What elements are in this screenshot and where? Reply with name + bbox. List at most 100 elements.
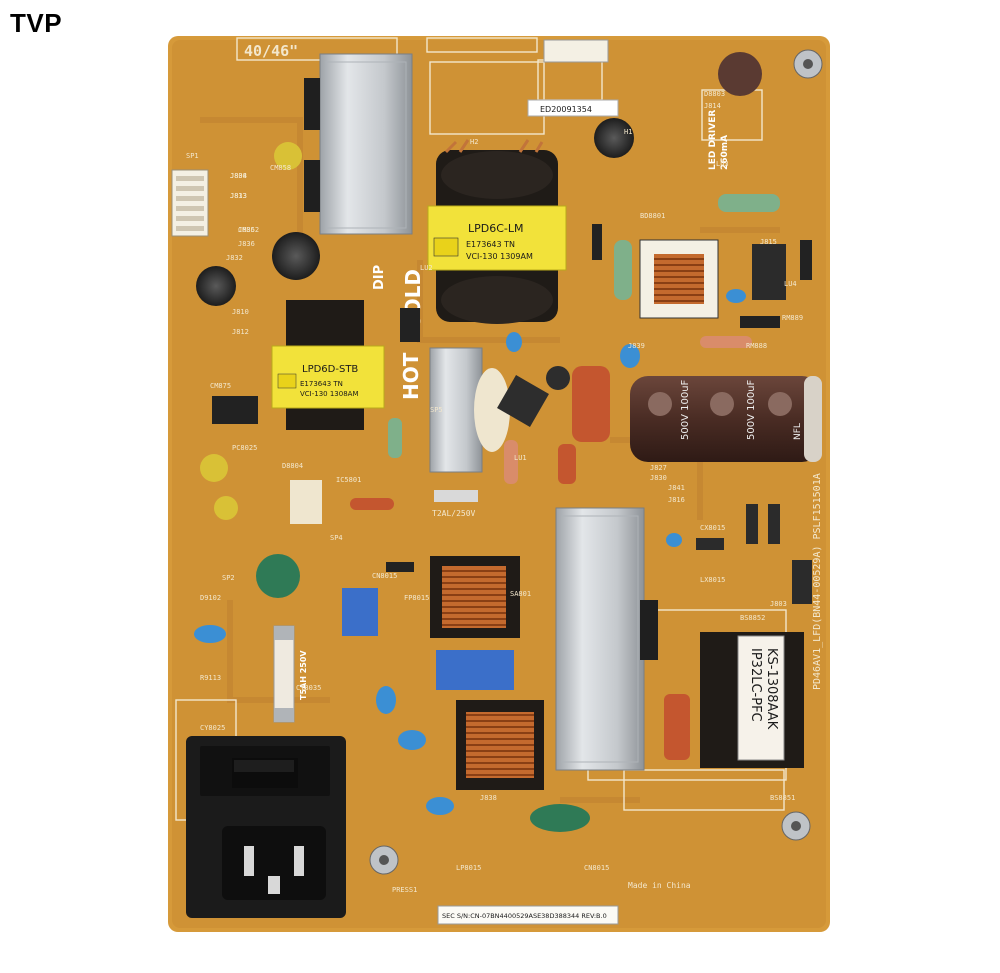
refdes-label: R9113 xyxy=(200,674,221,682)
connector-top xyxy=(543,39,609,63)
standby-transformer-code: E173643 TN xyxy=(300,380,343,388)
led-driver-label: LED DRIVER xyxy=(708,110,718,170)
refdes-label: CM858 xyxy=(270,164,291,172)
ac-inlet xyxy=(186,736,346,918)
standby-transformer-label: LPD6D-STB xyxy=(302,364,358,375)
standby-transformer: LPD6D-STB E173643 TN VCI-130 1308AM xyxy=(271,300,385,430)
capacitor-rating-2: 500V 100uF xyxy=(746,379,757,440)
refdes-label: J812 xyxy=(232,328,249,336)
refdes-label: J814 xyxy=(704,102,721,110)
serial-sticker-text: SEC S/N:CN-07BN4400529ASE38D388344 REV:B… xyxy=(442,912,607,920)
y-capacitors xyxy=(194,289,746,832)
refdes-label: LU4 xyxy=(784,280,797,288)
refdes-label: SA801 xyxy=(510,590,531,598)
refdes-label: SP2 xyxy=(222,574,235,582)
model-label: PD46AV1_LFD(BN44-00529A) PSLF151501A xyxy=(812,473,823,690)
bridge-rectifier xyxy=(752,244,786,300)
refdes-label: CM875 xyxy=(210,382,231,390)
optocouplers xyxy=(212,308,420,524)
refdes-label: J838 xyxy=(480,794,497,802)
refdes-label: D8803 xyxy=(704,90,725,98)
refdes-label: FP8015 xyxy=(404,594,429,602)
refdes-label: BS8851 xyxy=(770,794,795,802)
barcode-tag: ED20091354 xyxy=(527,99,619,117)
refdes-label: CY8035 xyxy=(296,684,321,692)
main-transformer: LPD6C-LM E173643 TN VCI-130 1309AM xyxy=(427,139,567,324)
capacitor-series: NFL xyxy=(793,423,803,440)
fuse-main-rating: T5AH 250V xyxy=(299,650,308,700)
led-current-label: 260mA xyxy=(720,135,730,170)
refdes-label: J827 xyxy=(650,464,667,472)
bulk-capacitor: 500V 100uF 500V 100uF NFL xyxy=(630,376,822,462)
pfc-inductor: IP32LC-PFC KS-1308AAK xyxy=(700,632,804,768)
refdes-label: J830 xyxy=(650,474,667,482)
dip-label: DIP xyxy=(372,265,387,290)
standby-transformer-date: VCI-130 1308AM xyxy=(300,390,359,398)
refdes-label: CN8015 xyxy=(372,572,397,580)
refdes-label: J834 xyxy=(230,172,247,180)
refdes-label: J816 xyxy=(668,496,685,504)
refdes-label: LU2 xyxy=(420,264,433,272)
refdes-label: CN8015 xyxy=(584,864,609,872)
refdes-label: IC5801 xyxy=(336,476,361,484)
fuse-rating: T2AL/250V xyxy=(432,509,476,518)
choke-bottom xyxy=(456,700,544,790)
x-capacitors xyxy=(342,366,690,760)
refdes-label: J832 xyxy=(226,254,243,262)
refdes-label: J836 xyxy=(238,240,255,248)
refdes-label: LU1 xyxy=(514,454,527,462)
refdes-label: J803 xyxy=(770,600,787,608)
refdes-label: CX8015 xyxy=(700,524,725,532)
refdes-label: CM862 xyxy=(238,226,259,234)
electrolytic-caps xyxy=(196,52,762,520)
size-mark: 40/46" xyxy=(244,42,298,60)
refdes-label: D9102 xyxy=(200,594,221,602)
refdes-label: SP4 xyxy=(330,534,343,542)
main-transformer-date: VCI-130 1309AM xyxy=(466,252,533,261)
inductor-top-right xyxy=(639,239,719,319)
refdes-label: H1 xyxy=(624,128,632,136)
pfc-label-1: IP32LC-PFC xyxy=(748,648,763,722)
refdes-label: BD8801 xyxy=(640,212,665,220)
refdes-label: LX8015 xyxy=(700,576,725,584)
refdes-label: J808 xyxy=(230,172,247,180)
heatsink-right xyxy=(555,507,658,771)
refdes-label: J839 xyxy=(628,342,645,350)
serial-sticker: SEC S/N:CN-07BN4400529ASE38D388344 REV:B… xyxy=(437,905,619,925)
refdes-label: J841 xyxy=(668,484,685,492)
refdes-label: CY8025 xyxy=(200,724,225,732)
refdes-label: SP1 xyxy=(186,152,199,160)
refdes-label: D8804 xyxy=(282,462,303,470)
refdes-label: RM888 xyxy=(746,342,767,350)
refdes-label: J815 xyxy=(760,238,777,246)
main-fuse: T5AH 250V xyxy=(273,625,308,723)
refdes-label: J810 xyxy=(232,308,249,316)
refdes-label: RM889 xyxy=(782,314,803,322)
connector-cn1 xyxy=(171,169,209,237)
heatsink-middle xyxy=(429,347,510,473)
refdes-label: J833 xyxy=(230,192,247,200)
discrete-components xyxy=(350,194,812,604)
refdes-label: PRESS1 xyxy=(392,886,417,894)
capacitor-rating: 500V 100uF xyxy=(680,379,691,440)
made-in-label: Made in China xyxy=(628,881,691,890)
refdes-label: SP5 xyxy=(430,406,443,414)
pfc-label-2: KS-1308AAK xyxy=(764,648,779,730)
mounting-lugs xyxy=(369,49,823,875)
main-transformer-code: E173643 TN xyxy=(466,240,515,249)
refdes-label: J835 xyxy=(238,226,255,234)
refdes-label: LP8015 xyxy=(456,864,481,872)
heatsink-left xyxy=(304,53,413,235)
refdes-label: BS8852 xyxy=(740,614,765,622)
refdes-label: PC8025 xyxy=(232,444,257,452)
main-transformer-label: LPD6C-LM xyxy=(468,222,524,235)
refdes-label: LU3 xyxy=(716,160,729,168)
brand-label: TVP xyxy=(10,8,63,38)
barcode-tag-text: ED20091354 xyxy=(540,105,592,114)
refdes-label: H2 xyxy=(470,138,478,146)
refdes-label: J813 xyxy=(230,192,247,200)
hot-label: HOT xyxy=(399,352,423,400)
choke-middle xyxy=(430,556,520,638)
